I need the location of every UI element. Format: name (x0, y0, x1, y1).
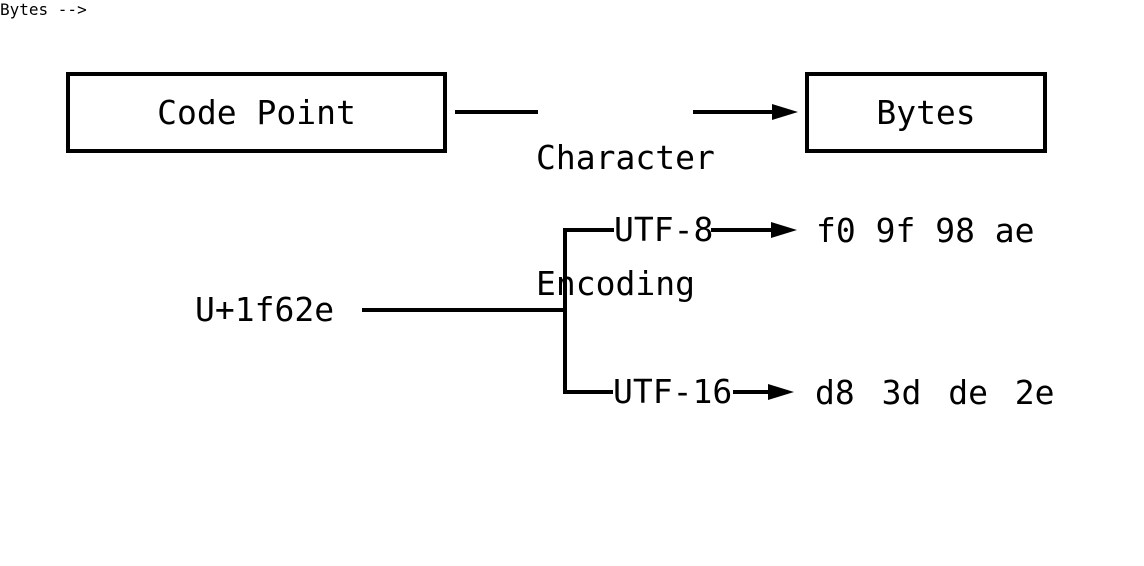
utf16-branch-line-left (565, 390, 613, 394)
utf16-arrowhead-icon (768, 384, 794, 400)
character-encoding-label: Character Encoding (536, 53, 715, 389)
example-code-point-line (362, 308, 567, 312)
utf8-bytes-value: f0 9f 98 ae (816, 210, 1035, 250)
character-encoding-label-line2: Encoding (536, 264, 695, 303)
code-point-box: Code Point (66, 72, 447, 153)
utf16-bytes-value: d8 3d de 2e (815, 372, 1055, 412)
branch-vertical-line (563, 228, 567, 394)
encoding-arrow-line-right (693, 110, 773, 114)
encoding-arrow-line-left (455, 110, 538, 114)
utf16-branch-label: UTF-16 (613, 371, 733, 411)
utf8-branch-label: UTF-8 (614, 209, 714, 249)
bytes-box: Bytes (805, 72, 1047, 153)
code-point-box-label: Code Point (157, 93, 356, 132)
example-code-point-label: U+1f62e (195, 289, 335, 329)
utf16-branch-line-right (733, 390, 769, 394)
utf8-branch-line-left (565, 228, 614, 232)
bytes-box-label: Bytes (876, 93, 976, 132)
encoding-arrowhead-icon (772, 104, 798, 120)
utf8-arrowhead-icon (771, 222, 797, 238)
utf8-branch-line-right (711, 228, 772, 232)
character-encoding-label-line1: Character (536, 138, 715, 177)
